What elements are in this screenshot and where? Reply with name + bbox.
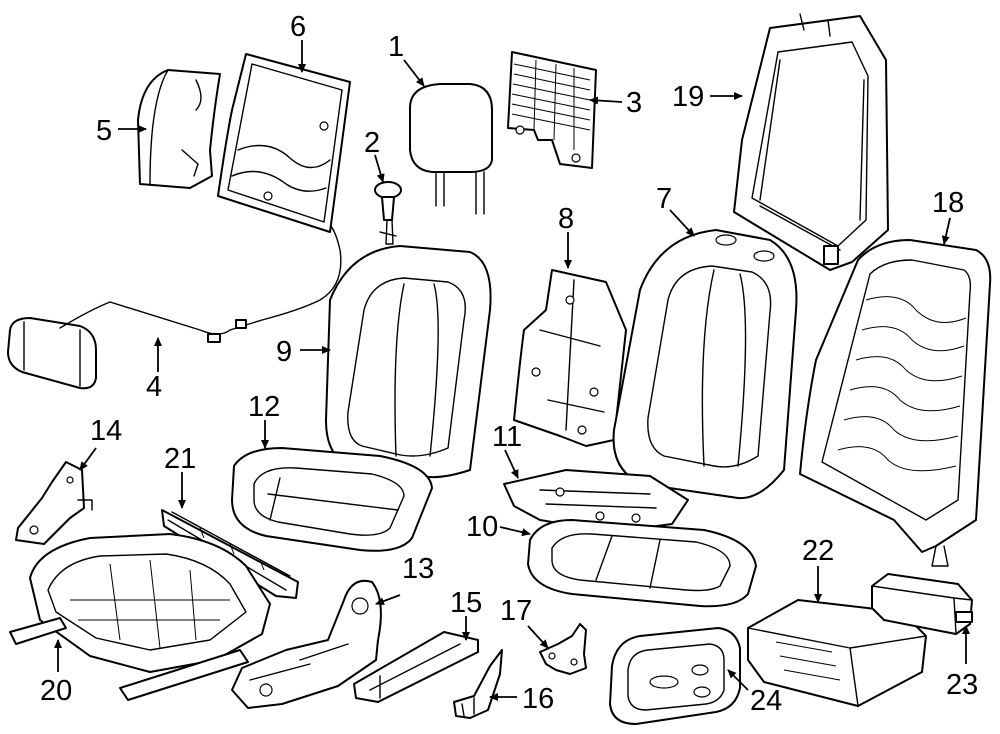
part-clip [453, 649, 503, 719]
callout-11: 11 [492, 421, 522, 453]
part-back-panel [507, 51, 597, 169]
leader-lines [54, 40, 970, 701]
leader-7 [669, 209, 695, 237]
part-back-frame-springs [799, 239, 992, 567]
callout-19: 19 [672, 81, 704, 113]
callout-15: 15 [450, 587, 482, 619]
leader-24 [727, 669, 749, 691]
part-cushion-plate [503, 469, 689, 533]
leader-11 [504, 449, 519, 479]
part-back-frame-panel [217, 53, 351, 233]
callout-14: 14 [90, 415, 122, 447]
callout-12: 12 [248, 391, 280, 423]
callout-8: 8 [558, 203, 574, 235]
part-side-trim [137, 69, 221, 189]
part-side-airbag [7, 224, 342, 390]
leader-10 [499, 526, 531, 537]
callout-5: 5 [96, 115, 112, 147]
part-switch-panel [609, 627, 741, 725]
leader-2 [374, 154, 385, 183]
callout-13: 13 [402, 553, 434, 585]
leader-1 [403, 59, 425, 87]
part-back-cover [325, 245, 492, 479]
leader-18 [941, 217, 951, 245]
leader-14 [79, 447, 97, 471]
part-bracket [15, 461, 93, 545]
part-back-pad [513, 269, 627, 447]
callout-24: 24 [750, 685, 782, 717]
leader-3 [589, 96, 623, 105]
callout-16: 16 [522, 683, 554, 715]
callout-23: 23 [946, 669, 978, 701]
callout-1: 1 [388, 31, 404, 63]
leader-17 [527, 625, 549, 649]
callout-4: 4 [146, 371, 162, 403]
part-back-cushion [612, 229, 798, 500]
part-control-module [747, 599, 927, 707]
callout-9: 9 [276, 336, 292, 368]
part-guide-pin [374, 181, 402, 245]
callout-18: 18 [932, 187, 964, 219]
part-seat-frame [9, 533, 271, 701]
callout-17: 17 [500, 595, 532, 627]
part-trim-strip [353, 631, 479, 703]
part-cushion-cover [231, 447, 433, 552]
callout-21: 21 [164, 443, 196, 475]
part-back-frame-upper [733, 13, 889, 271]
callout-numbers: 1 2 3 4 5 6 7 8 9 10 11 12 13 14 15 16 1… [40, 11, 978, 717]
part-cushion-foam [527, 519, 757, 608]
callout-2: 2 [364, 127, 380, 159]
part-side-shield [231, 579, 382, 709]
callout-3: 3 [626, 87, 642, 119]
part-headrest [409, 83, 493, 215]
part-module-connector [871, 573, 973, 635]
callout-7: 7 [656, 183, 672, 215]
callout-10: 10 [466, 511, 498, 543]
callout-20: 20 [40, 675, 72, 707]
callout-22: 22 [802, 535, 834, 567]
leader-13 [375, 594, 401, 605]
part-hinge-bracket [539, 623, 587, 675]
callout-6: 6 [290, 11, 306, 43]
